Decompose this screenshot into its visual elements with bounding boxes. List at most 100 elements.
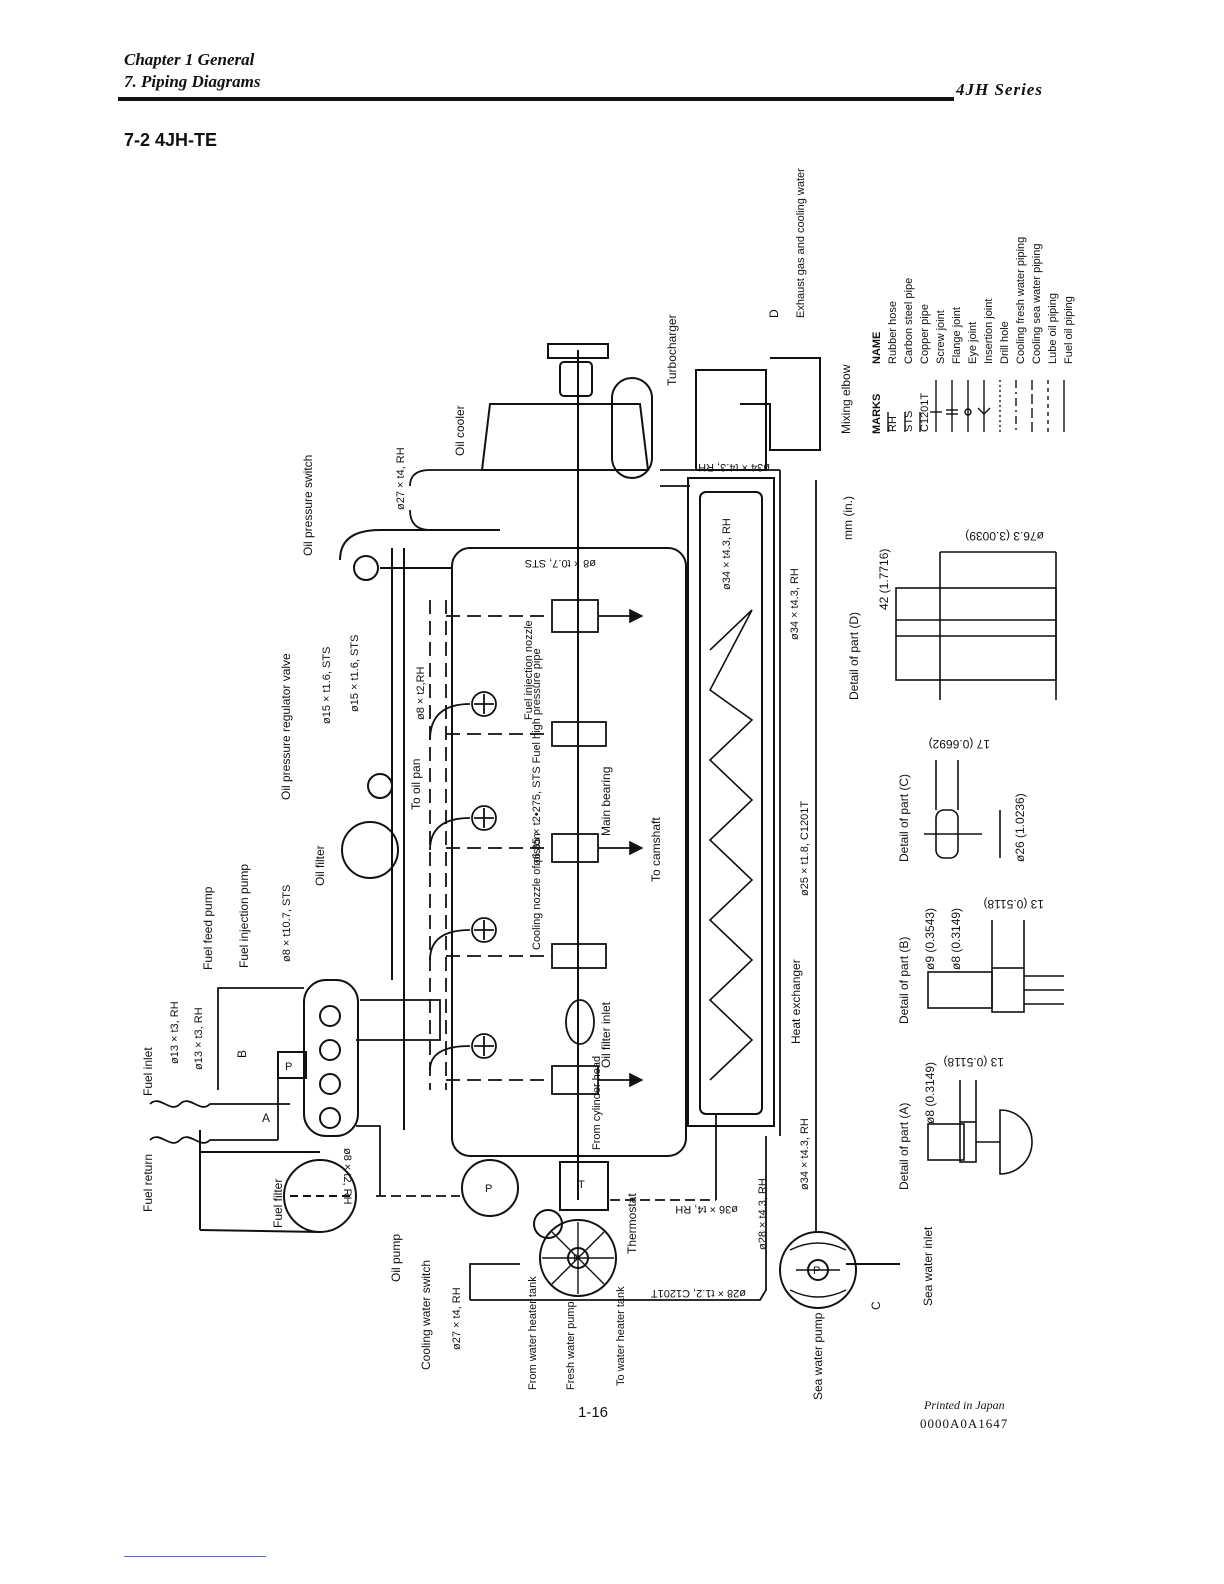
legend-name: Flange joint — [951, 307, 963, 364]
detail-c-dim2: ø26 (1.0236) — [1013, 793, 1027, 862]
label-cooling-nozzle: Cooling nozzle of piston — [531, 833, 543, 950]
fuel-lines — [149, 987, 460, 1197]
legend-mark: RH — [887, 416, 899, 432]
detail-b-dim2: ø8 (0.3149) — [949, 908, 963, 970]
label-sea-water-inlet: Sea water inlet — [921, 1226, 935, 1306]
mark-c: C — [869, 1301, 883, 1310]
label-oil-cooler: Oil cooler — [453, 405, 467, 456]
series-label: 4JH Series — [956, 80, 1043, 99]
detail-b-title: Detail of part (B) — [897, 937, 911, 1024]
fuel-pump-p: P — [285, 1061, 292, 1073]
legend-name: Rubber hose — [887, 301, 899, 364]
legend-marks-header: MARKS — [871, 394, 883, 434]
pipe-label: ø34 × t4.3, RH — [799, 1118, 811, 1190]
printed-note: Printed in Japan — [924, 1398, 1005, 1412]
label-fuel-return: Fuel return — [141, 1154, 155, 1212]
legend-name: Carbon steel pipe — [903, 278, 915, 364]
legend-name: Copper pipe — [919, 304, 931, 364]
label-to-water-heater-tank: To water heater tank — [615, 1286, 627, 1386]
detail-drawings — [895, 551, 1064, 1175]
pipe-label: ø15 × t1.6, STS — [349, 635, 361, 712]
label-turbocharger: Turbocharger — [665, 314, 679, 386]
chapter-heading: Chapter 1 General — [124, 50, 255, 69]
document-code: 0000A0A1647 — [920, 1416, 1009, 1431]
component-labels: Fuel return Fuel inlet Fuel filter Fuel … — [141, 168, 935, 1400]
injection-nozzles — [429, 691, 595, 1071]
pipe-label: ø27 × t4, RH — [451, 1287, 463, 1350]
pipe-label: ø34 × t4.3, RH — [789, 568, 801, 640]
legend-name: Fuel oil piping — [1063, 296, 1075, 364]
sea-pump-p: P — [813, 1265, 820, 1277]
detail-b-dim3: 13 (0.5118) — [984, 897, 1045, 911]
pipe-label: ø28 × t1.2, C1201T — [651, 1287, 746, 1299]
label-fuel-feed-pump: Fuel feed pump — [201, 886, 215, 970]
label-fuel-injection-nozzle: Fuel injection nozzle — [523, 620, 535, 720]
label-from-water-heater-tank: From water heater tank — [527, 1276, 539, 1390]
label-sea-water-pump: Sea water pump — [811, 1312, 825, 1400]
water-loops — [409, 469, 817, 1301]
legend-name: Insertion joint — [983, 299, 995, 364]
legend-name: Eye joint — [967, 322, 979, 364]
pipe-label: ø36 × t4, RH — [675, 1203, 738, 1215]
detail-d-dim1: 42 (1.7716) — [877, 549, 891, 610]
oil-pump-p: P — [485, 1183, 492, 1195]
detail-b-dim1: ø9 (0.3543) — [923, 908, 937, 970]
thermostat-t: T — [578, 1179, 585, 1191]
label-fresh-water-pump: Fresh water pump — [565, 1301, 577, 1390]
label-to-oil-pan: To oil pan — [409, 759, 423, 810]
legend-name: Lube oil piping — [1047, 293, 1059, 364]
oil-components — [339, 529, 500, 1130]
pipe-label: ø27 × t4, RH — [395, 447, 407, 510]
page-number: 1-16 — [578, 1404, 609, 1421]
legend: MARKS NAME RH STS C1201T Rubber hose Car… — [871, 237, 1075, 434]
pipe-label: ø13 × t3, RH — [169, 1001, 181, 1064]
label-fuel-injection-pump: Fuel injection pump — [237, 864, 251, 968]
label-fuel-filter: Fuel filter — [271, 1179, 285, 1228]
legend-name: Cooling sea water piping — [1031, 244, 1043, 364]
detail-a-title: Detail of part (A) — [897, 1103, 911, 1190]
detail-c-dim1: 17 (0.6692) — [929, 737, 990, 751]
pipe-label: ø8 × t0.7, STS — [525, 557, 596, 569]
label-oil-pressure-switch: Oil pressure switch — [301, 455, 315, 556]
legend-name: Cooling fresh water piping — [1015, 237, 1027, 364]
pipe-label: ø13 × t3, RH — [193, 1007, 205, 1070]
pipe-labels: ø13 × t3, RH ø13 × t3, RH ø8 × t10.7, ST… — [169, 447, 811, 1350]
injection-pump — [277, 979, 359, 1137]
label-fuel-inlet: Fuel inlet — [141, 1047, 155, 1096]
label-cooling-water-switch: Cooling water switch — [419, 1260, 433, 1370]
detail-unit: mm (in.) — [841, 496, 855, 540]
label-oil-pressure-regulator-valve: Oil pressure regulator valve — [279, 653, 293, 800]
pipe-label: ø8 × t10.7, STS — [281, 885, 293, 962]
legend-name: Drill hole — [999, 321, 1011, 364]
pipe-label: ø8 × t2,RH — [415, 666, 427, 720]
detail-a-dim2: 13 (0.5118) — [944, 1055, 1005, 1069]
fuel-filter — [199, 1130, 357, 1233]
lower-pumps — [461, 1159, 900, 1309]
fresh-pump-p: P — [573, 1253, 580, 1265]
pipe-label: ø15 × t1.6, STS — [321, 647, 333, 724]
label-oil-pump: Oil pump — [389, 1234, 403, 1282]
subchapter-heading: 7. Piping Diagrams — [124, 72, 261, 91]
legend-name-header: NAME — [871, 332, 883, 364]
legend-name: Screw joint — [935, 310, 947, 364]
pipe-label: ø8 × t2, RH — [341, 1148, 353, 1205]
engine-block — [451, 343, 821, 1200]
mark-d: D — [767, 309, 781, 318]
detail-a-dim1: ø8 (0.3149) — [923, 1062, 937, 1124]
label-exhaust: Exhaust gas and cooling water — [795, 168, 807, 318]
label-oil-filter: Oil filter — [313, 845, 327, 886]
legend-samples — [887, 380, 1065, 432]
label-oil-filter-inlet: Oil filter inlet — [599, 1001, 613, 1068]
footnote-rule — [124, 1556, 266, 1557]
label-to-camshaft: To camshaft — [649, 817, 663, 882]
section-title: 7-2 4JH-TE — [124, 130, 218, 150]
mark-b: B — [235, 1050, 249, 1058]
legend-mark: C1201T — [919, 393, 931, 432]
pipe-label: ø28 × t4.3, RH — [757, 1178, 769, 1250]
label-main-bearing: Main bearing — [599, 767, 613, 836]
label-thermostat: Thermostat — [625, 1193, 639, 1254]
pipe-label: ø34 × t4.3, RH — [721, 518, 733, 590]
mark-a: A — [262, 1111, 270, 1125]
label-mixing-elbow: Mixing elbow — [839, 364, 853, 434]
